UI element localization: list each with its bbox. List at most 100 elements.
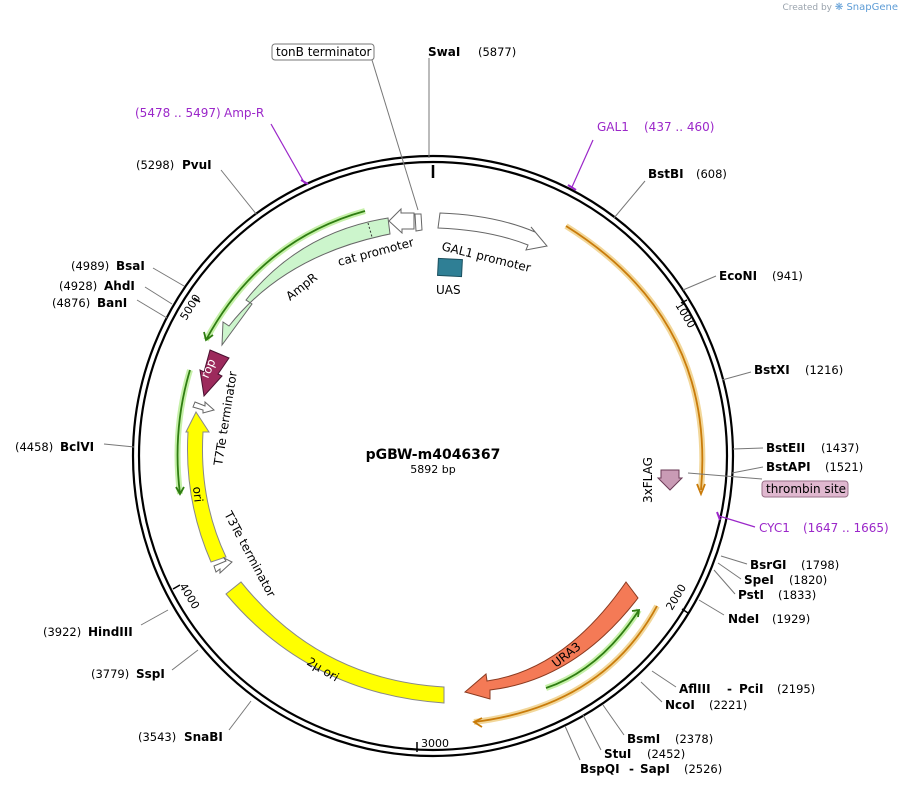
site-psti-name: PstI <box>738 588 764 602</box>
t3te-terminator-arrow[interactable] <box>213 556 233 575</box>
tonb-terminator-leader <box>371 59 419 211</box>
site-bani[interactable]: (4876) BanI <box>52 296 168 319</box>
site-bstxi[interactable]: BstXI (1216) <box>721 363 843 381</box>
site-afliii-leader <box>651 670 677 688</box>
tonb-terminator-box[interactable] <box>414 213 423 232</box>
site-snabi[interactable]: (3543) SnaBI <box>138 700 252 744</box>
site-pvui-pos: (5298) <box>136 158 174 172</box>
site-hindiii-leader <box>140 609 169 626</box>
site-swai[interactable]: SwaI (5877) <box>428 45 516 158</box>
site-sapi-name: SapI <box>640 762 670 776</box>
site-pvui[interactable]: (5298) PvuI <box>136 158 258 216</box>
site-bspqi-pos: (2526) <box>684 762 722 776</box>
flag-tag-arrow[interactable] <box>656 469 684 491</box>
site-bsai[interactable]: (4989) BsaI <box>71 259 185 287</box>
ura3-arrow[interactable] <box>463 581 639 700</box>
orf-green-ampr[interactable] <box>205 210 366 341</box>
site-ncoi-leader <box>640 681 663 703</box>
cat-promoter-arrow[interactable] <box>388 207 415 235</box>
site-ndei[interactable]: NdeI (1929) <box>698 599 810 626</box>
site-sspi-leader <box>171 649 199 671</box>
orf-arc-upper[interactable] <box>565 225 704 491</box>
primer-mark-cyc1[interactable] <box>716 511 721 521</box>
site-sspi-name: SspI <box>136 667 165 681</box>
primer-mark-ampr[interactable] <box>300 179 309 185</box>
site-hindiii[interactable]: (3922) HindIII <box>43 609 169 639</box>
primer-mark-gal1[interactable] <box>567 184 577 191</box>
site-bclvi-pos: (4458) <box>15 440 53 454</box>
thrombin-site-box[interactable] <box>761 480 849 498</box>
site-ahdi[interactable]: (4928) AhdI <box>59 279 173 305</box>
site-afliii[interactable]: AflIII - PciI (2195) <box>651 670 815 696</box>
site-ncoi[interactable]: NcoI (2221) <box>640 681 747 712</box>
site-bstapi-leader <box>731 466 764 474</box>
tick-label-5000: 5000 <box>178 292 204 323</box>
site-ncoi-pos: (2221) <box>709 698 747 712</box>
site-stui[interactable]: StuI (2452) <box>582 714 685 761</box>
uas-box[interactable] <box>437 257 463 278</box>
primer-leader-gal1 <box>571 139 594 188</box>
site-stui-pos: (2452) <box>647 747 685 761</box>
primer-range-ampr: (5478 .. 5497) <box>135 106 221 120</box>
site-psti[interactable]: PstI (1833) <box>713 569 816 602</box>
orf-arc-lower[interactable] <box>473 605 658 723</box>
primer-name-gal1: GAL1 <box>597 120 629 134</box>
ampr-label: AmpR <box>283 270 320 303</box>
site-snabi-leader <box>228 700 252 731</box>
tick-mark-5000[interactable] <box>193 297 201 303</box>
site-bani-pos: (4876) <box>52 296 90 310</box>
orf-green-rop[interactable] <box>176 369 191 495</box>
primer-leader-cyc1 <box>718 515 756 528</box>
plasmid-length: 5892 bp <box>410 463 455 476</box>
site-bclvi[interactable]: (4458) BclVI <box>15 440 135 454</box>
primer-name-ampr: Amp-R <box>224 106 264 120</box>
rop-arrow[interactable] <box>199 349 230 398</box>
site-sapi-dash: - <box>629 762 634 776</box>
site-spei[interactable]: SpeI (1820) <box>717 562 827 587</box>
tick-mark-1000[interactable] <box>680 299 688 304</box>
thrombin-site-label: thrombin site <box>766 482 846 496</box>
site-bani-name: BanI <box>97 296 127 310</box>
site-bstbi-name: BstBI <box>648 167 684 181</box>
ori-arrow[interactable] <box>185 410 227 563</box>
site-bsrgi-leader <box>720 555 748 565</box>
primers: (5478 .. 5497) Amp-R GAL1 (437 .. 460) C… <box>135 106 889 535</box>
orf-green-rop-head <box>175 486 185 496</box>
site-bsmi[interactable]: BsmI (2378) <box>602 704 713 746</box>
site-bsteii-name: BstEII <box>766 441 805 455</box>
restriction-sites: SwaI (5877) BstBI (608) EcoNI (941) BstX… <box>15 45 863 776</box>
site-swai-pos: (5877) <box>478 45 516 59</box>
site-bstxi-name: BstXI <box>754 363 790 377</box>
site-bspqi[interactable]: BspQI - SapI (2526) <box>564 725 722 776</box>
site-bstapi[interactable]: BstAPI (1521) <box>731 460 863 474</box>
site-ahdi-pos: (4928) <box>59 279 97 293</box>
site-ndei-pos: (1929) <box>772 612 810 626</box>
snapgene-logo: ❋ SnapGene <box>834 2 898 13</box>
site-bspqi-name: BspQI <box>580 762 620 776</box>
flag-tag-label: 3xFLAG <box>641 457 655 503</box>
two-micron-ori-box[interactable] <box>225 581 445 704</box>
site-swai-name: SwaI <box>428 45 460 59</box>
site-bsteii[interactable]: BstEII (1437) <box>732 441 859 455</box>
tonb-terminator-callout-box[interactable] <box>271 43 375 61</box>
site-ndei-name: NdeI <box>728 612 759 626</box>
site-bstbi[interactable]: BstBI (608) <box>613 167 727 219</box>
site-bsmi-pos: (2378) <box>675 732 713 746</box>
site-sspi[interactable]: (3779) SspI <box>91 649 199 681</box>
orf-green-ura3[interactable] <box>545 609 640 689</box>
site-bsmi-leader <box>602 704 625 736</box>
site-bstapi-pos: (1521) <box>825 460 863 474</box>
credit-brand: SnapGene <box>846 2 898 13</box>
tick-mark-2000[interactable] <box>681 608 689 614</box>
tick-mark-4000[interactable] <box>172 584 181 590</box>
gal1-promoter-arrow[interactable] <box>437 212 548 251</box>
tick-label-3000: 3000 <box>421 737 449 750</box>
t7te-terminator-arrow[interactable] <box>192 400 216 414</box>
site-bsai-pos: (4989) <box>71 259 109 273</box>
site-bsrgi[interactable]: BsrGI (1798) <box>720 555 839 572</box>
site-pvui-leader <box>220 169 258 216</box>
site-snabi-pos: (3543) <box>138 730 176 744</box>
site-econi[interactable]: EcoNI (941) <box>682 269 803 291</box>
ampr-arrow[interactable] <box>221 217 391 347</box>
tonb-callout: tonB terminator <box>271 43 419 211</box>
